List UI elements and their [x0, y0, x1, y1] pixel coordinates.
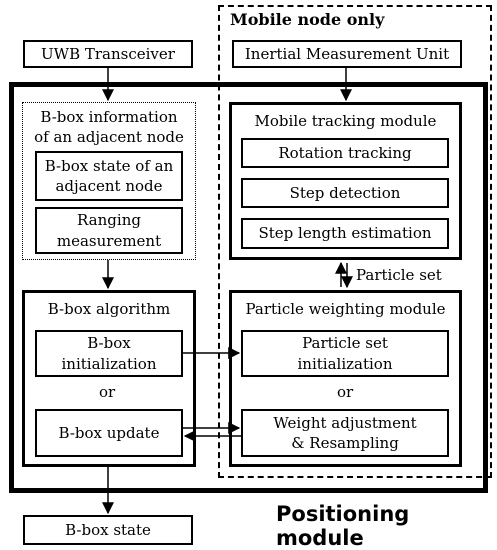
ranging-measurement-box: Ranging measurement [35, 207, 183, 254]
bbox-update-box: B-box update [35, 409, 183, 457]
bbox-initialization-box: B-box initialization [35, 330, 183, 377]
particle-set-initialization-box: Particle set initialization [241, 330, 449, 377]
mobile-region-title: Mobile node only [230, 10, 385, 29]
or-label-left: or [99, 383, 116, 401]
imu-box: Inertial Measurement Unit [232, 40, 462, 68]
positioning-module-frame [9, 82, 488, 493]
bbox-state-adjacent-box: B-box state of an adjacent node [35, 151, 183, 201]
bbox-state-output-box: B-box state [23, 515, 193, 545]
mobile-node-only-region [218, 5, 492, 478]
uwb-transceiver-box: UWB Transceiver [23, 40, 193, 68]
step-detection-box: Step detection [241, 178, 449, 208]
weight-adjustment-resampling-box: Weight adjustment & Resampling [241, 409, 449, 457]
or-label-right: or [337, 383, 354, 401]
particle-set-label: Particle set [356, 266, 442, 284]
step-length-estimation-box: Step length estimation [241, 218, 449, 249]
positioning-module-title: Positioning module [276, 502, 410, 550]
rotation-tracking-box: Rotation tracking [241, 138, 449, 168]
